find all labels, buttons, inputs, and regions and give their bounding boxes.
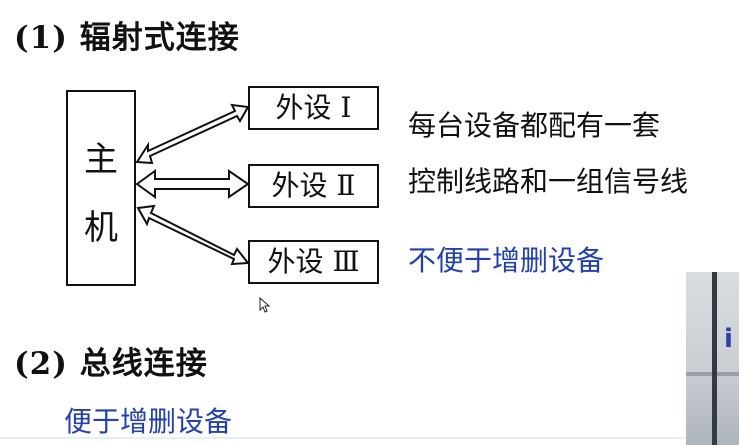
host-label-char-1: 主 [84, 140, 118, 180]
arrow-to-device-1 [135, 103, 250, 165]
section-heading-bus: (2) 总线连接 [14, 346, 208, 382]
bus-note: 便于增删设备 [64, 405, 233, 438]
device-box-1: 外设 Ⅰ [248, 86, 379, 130]
note-line-1: 每台设备都配有一套 [408, 109, 661, 142]
video-inset: i [686, 272, 739, 445]
footer-divider [0, 437, 686, 439]
inset-sign-glyph: i [724, 324, 733, 354]
device-box-3: 外设 Ⅲ [248, 240, 379, 284]
host-box: 主 机 [66, 90, 136, 286]
arrow-to-device-2 [135, 169, 250, 199]
inset-pillar [712, 272, 717, 445]
note-line-3: 不便于增删设备 [408, 244, 605, 277]
device-box-2: 外设 Ⅱ [248, 164, 379, 208]
mouse-pointer-icon [259, 296, 271, 317]
section-heading-radial: (1) 辐射式连接 [14, 20, 240, 56]
host-label-char-2: 机 [84, 208, 118, 248]
note-line-2: 控制线路和一组信号线 [408, 165, 689, 198]
arrow-to-device-3 [136, 204, 250, 266]
